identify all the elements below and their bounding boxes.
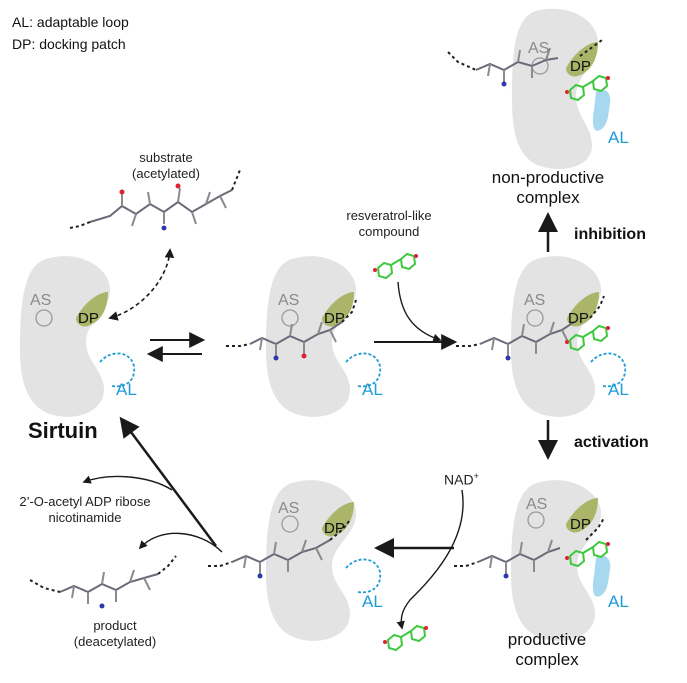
return-to-sirtuin-arrow (119, 416, 218, 547)
nad-compound-arrow (396, 489, 464, 630)
al-label-right-mid: AL (608, 380, 629, 399)
substrate-text: substrate (139, 150, 193, 165)
as-label-middle-bottom: AS (278, 500, 300, 517)
legend-dp: DP: docking patch (12, 36, 126, 52)
compound-free (372, 253, 419, 279)
as-label-sirtuin: AS (30, 292, 52, 309)
legend-al: AL: adaptable loop (12, 14, 129, 30)
peptide-bound-5 (208, 519, 351, 579)
release-product-arrow (138, 532, 223, 553)
peptide-substrate-free (69, 169, 241, 231)
al-label-sirtuin: AL (116, 380, 137, 399)
sirtuin-substrate-compound-complex (511, 256, 627, 417)
compound-entry-arrow (397, 281, 442, 342)
legend-dp-desc: : docking patch (31, 36, 126, 52)
byproducts-label: 2’-O-acetyl ADP ribose nicotinamide (0, 494, 170, 526)
substrate-label: substrate (acetylated) (116, 150, 216, 182)
sirtuin-free (20, 256, 136, 417)
productive-complex-protein (511, 480, 611, 641)
dp-label-middle-top: DP (324, 310, 345, 327)
dp-label-right-mid: DP (568, 310, 589, 327)
al-label-right-top: AL (608, 128, 629, 147)
release-byproducts-arrow (82, 475, 173, 491)
al-label-middle-top: AL (362, 380, 383, 399)
compound-released (382, 625, 429, 651)
dp-label-right-bottom: DP (570, 516, 591, 533)
nad-text: NAD (444, 471, 474, 488)
sirtuin-product-complex (266, 480, 382, 641)
inhibition-label: inhibition (574, 226, 646, 243)
compound-line1: resveratrol-like (346, 208, 432, 223)
dp-label-middle-bottom: DP (324, 520, 345, 537)
as-label-right-mid: AS (524, 292, 546, 309)
productive-label: productive complex (492, 630, 602, 670)
non-productive-complex-protein (512, 8, 611, 170)
dp-label-sirtuin: DP (78, 310, 99, 327)
compound-line2: compound (358, 224, 420, 239)
peptide-bound-2 (456, 295, 605, 361)
sirtuin-label: Sirtuin (28, 418, 98, 443)
peptide-product (29, 555, 177, 609)
sirtuin-substrate-complex (266, 256, 382, 417)
peptide-bound-4 (454, 517, 605, 579)
non-productive-line2: complex (516, 188, 580, 207)
productive-line2: complex (515, 650, 579, 669)
nicotinamide-text: nicotinamide (48, 510, 122, 525)
product-state-text: (deacetylated) (73, 634, 157, 649)
as-label-middle-top: AS (278, 292, 300, 309)
nad-label: NAD+ (444, 468, 479, 488)
substrate-state-text: (acetylated) (132, 166, 200, 181)
legend-dp-key: DP (12, 36, 32, 52)
product-text: product (93, 618, 137, 633)
nad-sup: + (473, 471, 479, 481)
peptide-bound-3 (447, 39, 603, 87)
peptide-bound-1 (226, 299, 357, 361)
legend-al-key: AL (12, 14, 30, 30)
legend-al-desc: : adaptable loop (29, 14, 129, 30)
al-label-middle-bottom: AL (362, 592, 383, 611)
non-productive-label: non-productive complex (478, 168, 618, 208)
productive-line1: productive (507, 630, 587, 649)
acetyl-adp-text: 2’-O-acetyl ADP ribose (19, 494, 151, 509)
product-label: product (deacetylated) (60, 618, 170, 650)
activation-label: activation (574, 434, 649, 451)
as-label-right-top: AS (528, 40, 550, 57)
compound-label: resveratrol-like compound (334, 208, 444, 240)
substrate-binding-arrow (108, 248, 175, 321)
al-label-right-bottom: AL (608, 592, 629, 611)
non-productive-line1: non-productive (491, 168, 605, 187)
as-label-right-bottom: AS (526, 496, 548, 513)
dp-label-right-top: DP (570, 58, 591, 75)
